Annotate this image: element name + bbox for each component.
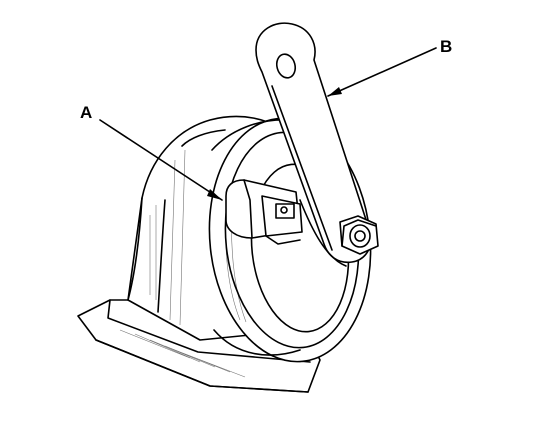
mounting-nut [339, 215, 379, 255]
callout-label-b: B [440, 37, 453, 56]
leader-arrow-a [207, 189, 222, 200]
mounting-bracket [255, 22, 372, 267]
leader-arrow-b [328, 87, 342, 96]
leader-line-b [327, 47, 437, 97]
horn-connector [225, 179, 303, 245]
callout-label-a: A [80, 103, 93, 122]
leader-line-a [99, 119, 223, 201]
horn-base-flange [77, 299, 321, 393]
